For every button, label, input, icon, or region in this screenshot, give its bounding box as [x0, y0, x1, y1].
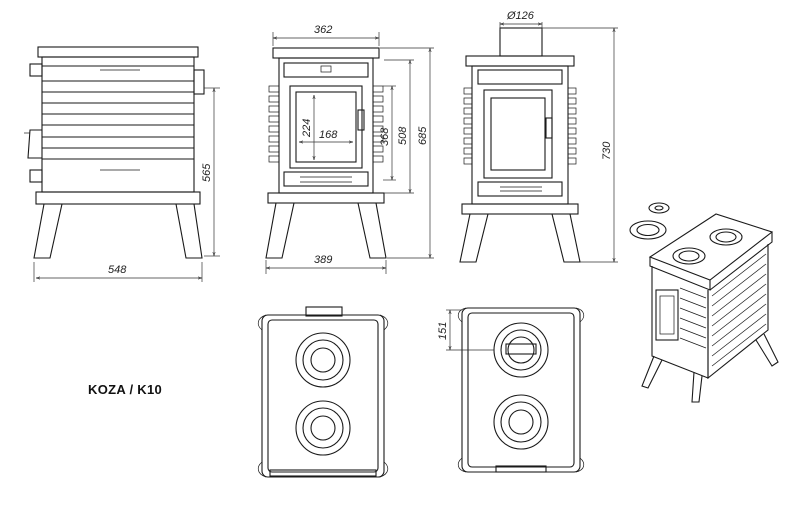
dim-body-height: 508: [397, 126, 409, 145]
flue-outlet-icon: [493, 322, 549, 378]
iso-front-ribs: [679, 287, 707, 349]
isometric-view: [629, 202, 779, 403]
dim-front-leg-width: 389: [314, 254, 332, 266]
rear-left-ribs: [463, 87, 473, 165]
top-view-plain: [257, 306, 389, 478]
dim-flue-offset: 151: [437, 322, 449, 340]
iso-hotplate-left-icon: [672, 247, 706, 265]
side-view: 548 565: [24, 46, 220, 282]
hotplate-bottom-icon: [295, 400, 351, 456]
front-view: 224 168 362 389 368 508 685: [265, 24, 434, 274]
dim-side-width: 548: [108, 264, 127, 276]
side-handle-icon: [24, 129, 42, 159]
iso-side-ribs: [711, 253, 767, 367]
hotplate-top-icon: [295, 332, 351, 388]
dim-door-frame-height: 368: [379, 127, 391, 146]
dim-side-height: 565: [201, 163, 213, 182]
dim-total-height-front: 685: [417, 126, 429, 145]
front-left-ribs: [268, 85, 280, 163]
hotplate-lower-icon: [493, 394, 549, 450]
dim-door-height: 224: [301, 119, 313, 138]
rear-view: Ø126 730: [459, 10, 618, 263]
spare-rings-icon: [629, 202, 670, 240]
dim-flue-diameter: Ø126: [506, 10, 535, 22]
side-ribs: [42, 65, 194, 171]
product-title: KOZA / K10: [88, 382, 163, 397]
rear-right-ribs: [567, 87, 577, 165]
dim-door-width: 168: [319, 129, 338, 141]
top-view-flue: 151: [437, 307, 585, 473]
front-right-ribs: [372, 85, 384, 163]
iso-hotplate-right-icon: [709, 228, 743, 246]
dim-front-top-width: 362: [314, 24, 332, 36]
dim-total-height-back: 730: [601, 141, 613, 160]
